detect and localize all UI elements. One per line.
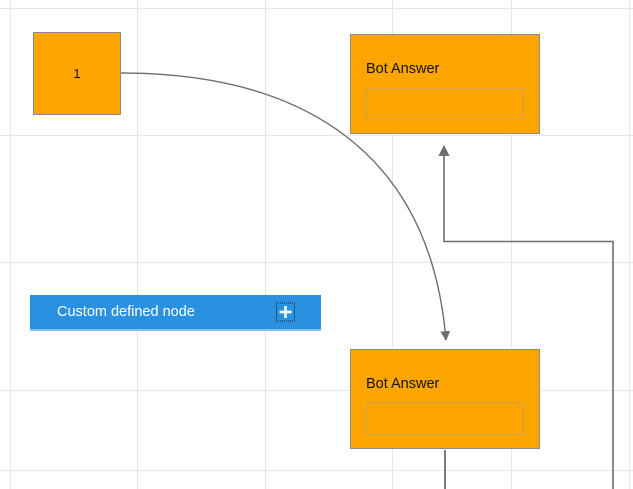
plus-icon[interactable]: [276, 302, 295, 322]
node-bot-answer-bottom[interactable]: Bot Answer: [350, 349, 540, 449]
node-1[interactable]: 1: [33, 32, 121, 115]
custom-defined-node-label: Custom defined node: [57, 304, 195, 320]
node-bot-answer-top-slot[interactable]: [366, 88, 524, 120]
node-bot-answer-bottom-title: Bot Answer: [366, 376, 440, 392]
custom-defined-node-bar[interactable]: Custom defined node: [30, 295, 321, 329]
node-bot-answer-top[interactable]: Bot Answer: [350, 34, 540, 134]
node-1-label: 1: [73, 66, 81, 81]
node-bot-answer-top-title: Bot Answer: [366, 61, 440, 77]
node-bot-answer-bottom-slot[interactable]: [366, 403, 524, 435]
